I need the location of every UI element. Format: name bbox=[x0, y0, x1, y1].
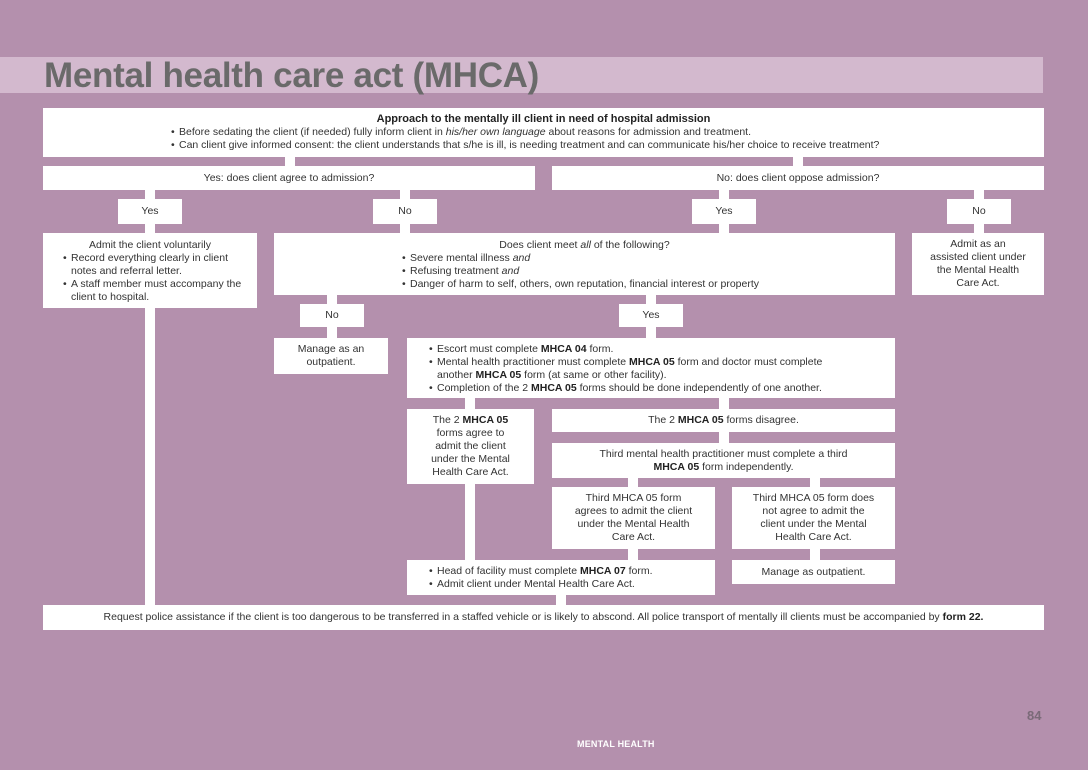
yes-label: Yes bbox=[692, 199, 756, 224]
connector bbox=[628, 478, 638, 487]
connector bbox=[285, 157, 295, 166]
police-box: Request police assistance if the client … bbox=[43, 605, 1044, 630]
approach-box: Approach to the mentally ill client in n… bbox=[43, 108, 1044, 157]
no-label: No bbox=[947, 199, 1011, 224]
approach-list: Before sedating the client (if needed) f… bbox=[171, 126, 1044, 152]
connector bbox=[646, 295, 656, 304]
connector bbox=[145, 224, 155, 233]
connector bbox=[628, 549, 638, 560]
yes-branch-box: Yes: does client agree to admission? bbox=[43, 166, 535, 190]
connector bbox=[719, 432, 729, 443]
approach-bullet: Before sedating the client (if needed) f… bbox=[171, 126, 1044, 139]
connector bbox=[465, 484, 475, 560]
connector bbox=[646, 327, 656, 338]
outpatient-box: Manage as outpatient. bbox=[732, 560, 895, 584]
page-number: 84 bbox=[1027, 708, 1042, 723]
criteria-item: Danger of harm to self, others, own repu… bbox=[402, 278, 895, 291]
connector bbox=[400, 190, 410, 199]
no-branch-box: No: does client oppose admission? bbox=[552, 166, 1044, 190]
yes-label: Yes bbox=[619, 304, 683, 327]
escort-bullet: Completion of the 2 MHCA 05 forms should… bbox=[429, 382, 855, 395]
outpatient-box: Manage as an outpatient. bbox=[274, 338, 388, 374]
head-bullet: Admit client under Mental Health Care Ac… bbox=[429, 578, 715, 591]
head-list: Head of facility must complete MHCA 07 f… bbox=[429, 565, 715, 591]
no-label: No bbox=[373, 199, 437, 224]
connector bbox=[974, 224, 984, 233]
page-title: Mental health care act (MHCA) bbox=[44, 56, 540, 95]
connector bbox=[465, 398, 475, 409]
connector bbox=[719, 190, 729, 199]
connector bbox=[793, 157, 803, 166]
connector bbox=[719, 398, 729, 409]
connector bbox=[810, 478, 820, 487]
assisted-box: Admit as an assisted client under the Me… bbox=[912, 233, 1044, 295]
voluntary-list: Record everything clearly in client note… bbox=[63, 252, 249, 304]
head-bullet: Head of facility must complete MHCA 07 f… bbox=[429, 565, 715, 578]
connector bbox=[974, 190, 984, 199]
connector bbox=[145, 308, 155, 605]
third-disagree-box: Third MHCA 05 form does not agree to adm… bbox=[732, 487, 895, 549]
third-practitioner-box: Third mental health practitioner must co… bbox=[552, 443, 895, 478]
connector bbox=[556, 595, 566, 606]
connector bbox=[145, 190, 155, 199]
criteria-list: Severe mental illness and Refusing treat… bbox=[402, 252, 895, 291]
escort-list: Escort must complete MHCA 04 form. Menta… bbox=[429, 343, 855, 395]
escort-box: Escort must complete MHCA 04 form. Menta… bbox=[407, 338, 895, 398]
disagree-box: The 2 MHCA 05 forms disagree. bbox=[552, 409, 895, 432]
criteria-box: Does client meet all of the following? S… bbox=[274, 233, 895, 295]
connector bbox=[810, 549, 820, 560]
criteria-item: Refusing treatment and bbox=[402, 265, 895, 278]
escort-bullet: Mental health practitioner must complete… bbox=[429, 356, 855, 382]
voluntary-box: Admit the client voluntarily Record ever… bbox=[43, 233, 257, 308]
voluntary-title: Admit the client voluntarily bbox=[89, 239, 211, 251]
voluntary-bullet: A staff member must accompany the client… bbox=[63, 278, 249, 304]
escort-bullet: Escort must complete MHCA 04 form. bbox=[429, 343, 855, 356]
connector bbox=[400, 224, 410, 233]
yes-label: Yes bbox=[118, 199, 182, 224]
third-agree-box: Third MHCA 05 form agrees to admit the c… bbox=[552, 487, 715, 549]
agree-box: The 2 MHCA 05 forms agree to admit the c… bbox=[407, 409, 534, 484]
connector bbox=[719, 224, 729, 233]
voluntary-bullet: Record everything clearly in client note… bbox=[63, 252, 249, 278]
approach-heading: Approach to the mentally ill client in n… bbox=[376, 113, 711, 125]
connector bbox=[327, 295, 337, 304]
approach-bullet: Can client give informed consent: the cl… bbox=[171, 139, 1044, 152]
head-of-facility-box: Head of facility must complete MHCA 07 f… bbox=[407, 560, 715, 595]
no-label: No bbox=[300, 304, 364, 327]
criteria-question: Does client meet all of the following? bbox=[499, 239, 670, 251]
title-band bbox=[0, 57, 1043, 93]
connector bbox=[327, 327, 337, 338]
criteria-item: Severe mental illness and bbox=[402, 252, 895, 265]
footer-section-label: MENTAL HEALTH bbox=[577, 739, 655, 749]
